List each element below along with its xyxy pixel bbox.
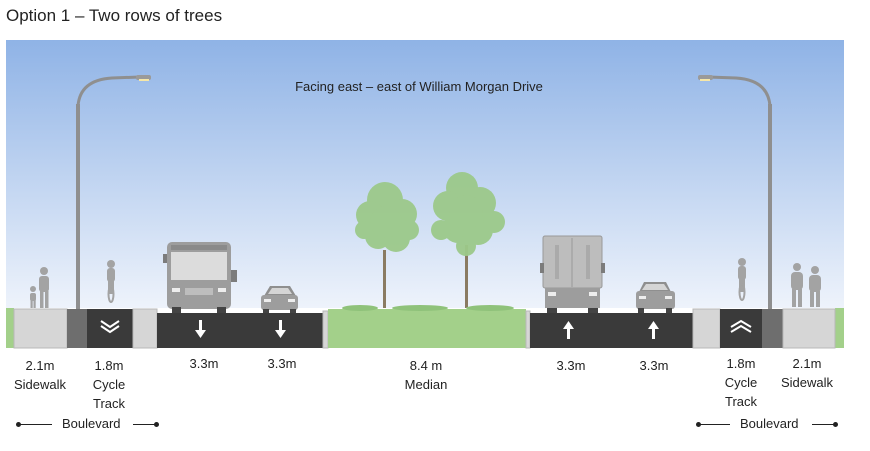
caption: Facing east – east of William Morgan Dri… <box>295 79 543 94</box>
boulevard-line <box>20 424 52 425</box>
median-curb-right <box>525 310 531 349</box>
section-width: 8.4 m <box>409 358 443 373</box>
lane-arrow-up-icon <box>563 321 574 339</box>
median-curb-left <box>322 310 329 349</box>
median-shrubs <box>342 305 514 311</box>
sky <box>6 40 844 308</box>
lane-arrow-up-icon <box>648 321 659 339</box>
boulevard-label: Boulevard <box>62 416 121 431</box>
sidewalk-left <box>13 308 68 349</box>
grass-right <box>835 308 844 348</box>
section-name-line2: Track <box>92 396 126 411</box>
section-label-lane-4: 3.3m <box>626 356 682 375</box>
lanes-westbound <box>157 313 323 348</box>
cycle-track-right <box>720 309 762 348</box>
bus-icon <box>163 242 237 313</box>
section-name: Sidewalk <box>13 377 67 392</box>
boulevard-indicator-right: Boulevard <box>696 416 840 434</box>
section-width: 2.1m <box>25 358 55 373</box>
section-label-sidewalk-left: 2.1m Sidewalk <box>10 356 70 394</box>
section-name: Cycle <box>92 377 126 392</box>
lanes-eastbound <box>530 313 693 348</box>
cycle-track-left <box>87 309 133 348</box>
boulevard-dot <box>16 422 21 427</box>
streetlight-icon <box>76 75 151 309</box>
section-width: 3.3m <box>639 358 669 373</box>
lane-arrow-down-icon <box>275 320 286 338</box>
pedestrian-icon <box>791 263 803 307</box>
curb-right <box>692 308 721 349</box>
section-name: Sidewalk <box>780 375 834 390</box>
grass-left <box>6 308 14 348</box>
section-label-sidewalk-right: 2.1m Sidewalk <box>776 354 838 392</box>
cyclist-icon <box>738 258 746 301</box>
chevron-up-icon <box>730 319 752 333</box>
section-label-lane-2: 3.3m <box>254 354 310 373</box>
section-label-median: 8.4 m Median <box>396 356 456 394</box>
section-width: 1.8m <box>94 358 124 373</box>
boulevard-indicator-left: Boulevard <box>16 416 160 434</box>
section-width: 1.8m <box>726 356 756 371</box>
cyclist-icon <box>107 260 115 303</box>
chevron-down-icon <box>100 320 120 334</box>
tree-icon <box>355 182 419 308</box>
streetlight-icon <box>698 75 772 309</box>
car-icon <box>636 282 675 313</box>
boulevard-line <box>700 424 730 425</box>
section-name: Median <box>404 377 448 392</box>
curb-left <box>132 308 158 349</box>
sidewalk-right <box>782 308 836 349</box>
section-label-lane-1: 3.3m <box>176 354 232 373</box>
section-width: 3.3m <box>189 356 219 371</box>
section-width: 2.1m <box>792 356 822 371</box>
boulevard-dot <box>696 422 701 427</box>
section-width: 3.3m <box>267 356 297 371</box>
truck-icon <box>540 235 605 313</box>
boulevard-strip-left <box>67 309 87 348</box>
pedestrian-icon <box>809 266 821 307</box>
section-name: Cycle <box>724 375 758 390</box>
car-icon <box>261 286 298 313</box>
boulevard-dot <box>154 422 159 427</box>
boulevard-strip-right <box>762 309 783 348</box>
boulevard-label: Boulevard <box>740 416 799 431</box>
median <box>328 309 526 348</box>
pedestrian-icon <box>39 267 49 308</box>
pedestrian-icon <box>30 286 36 308</box>
section-label-cycle-track-left: 1.8m Cycle Track <box>80 356 138 413</box>
boulevard-dot <box>833 422 838 427</box>
page-title: Option 1 – Two rows of trees <box>6 6 223 25</box>
lane-arrow-down-icon <box>195 320 206 338</box>
section-name-line2: Track <box>724 394 758 409</box>
boulevard-line <box>133 424 155 425</box>
section-label-lane-3: 3.3m <box>543 356 599 375</box>
section-width: 3.3m <box>556 358 586 373</box>
section-label-cycle-track-right: 1.8m Cycle Track <box>712 354 770 411</box>
tree-icon <box>431 172 505 308</box>
boulevard-line <box>812 424 834 425</box>
